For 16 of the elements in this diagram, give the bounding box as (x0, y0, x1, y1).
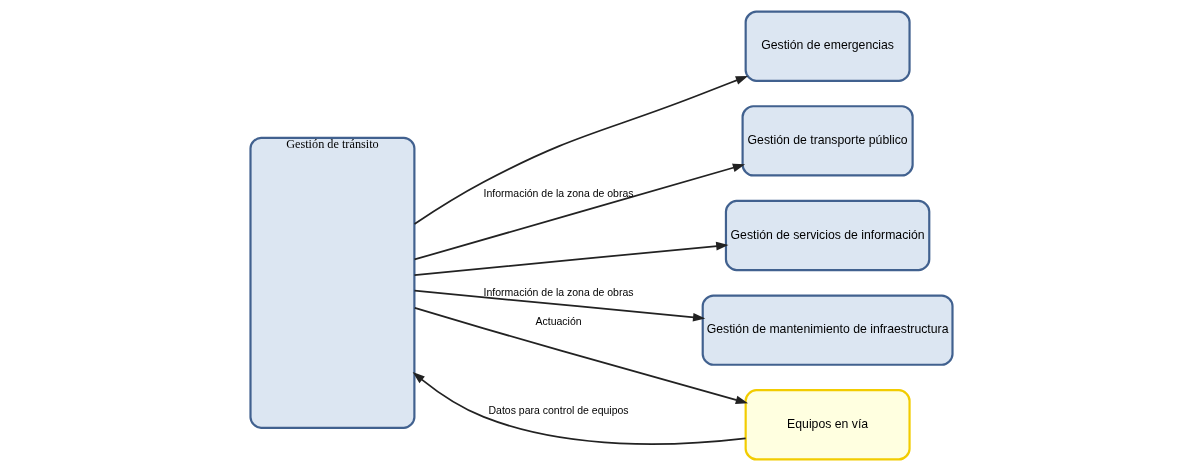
node-box: Gestión de mantenimiento de infraestructura (701, 294, 954, 366)
edge-label: Información de la zona de obras (483, 186, 634, 199)
node-box: Equipos en vía (744, 389, 911, 461)
node-box: Gestión de emergencias (744, 10, 911, 82)
arrow (413, 306, 748, 405)
arrow (413, 163, 745, 261)
edge-label: Datos para control de equipos (488, 403, 629, 416)
arrow (412, 372, 746, 445)
edge-label: Información de la zona de obras (483, 285, 634, 298)
arrow (413, 289, 705, 322)
arrow (413, 241, 728, 276)
arrow (413, 75, 748, 225)
node-box: Gestión de servicios de información (724, 199, 930, 272)
edge-label: Actuación (534, 315, 582, 328)
node-box: Gestión de transporte público (741, 105, 914, 177)
node-box: Gestión de tránsito (248, 136, 415, 429)
